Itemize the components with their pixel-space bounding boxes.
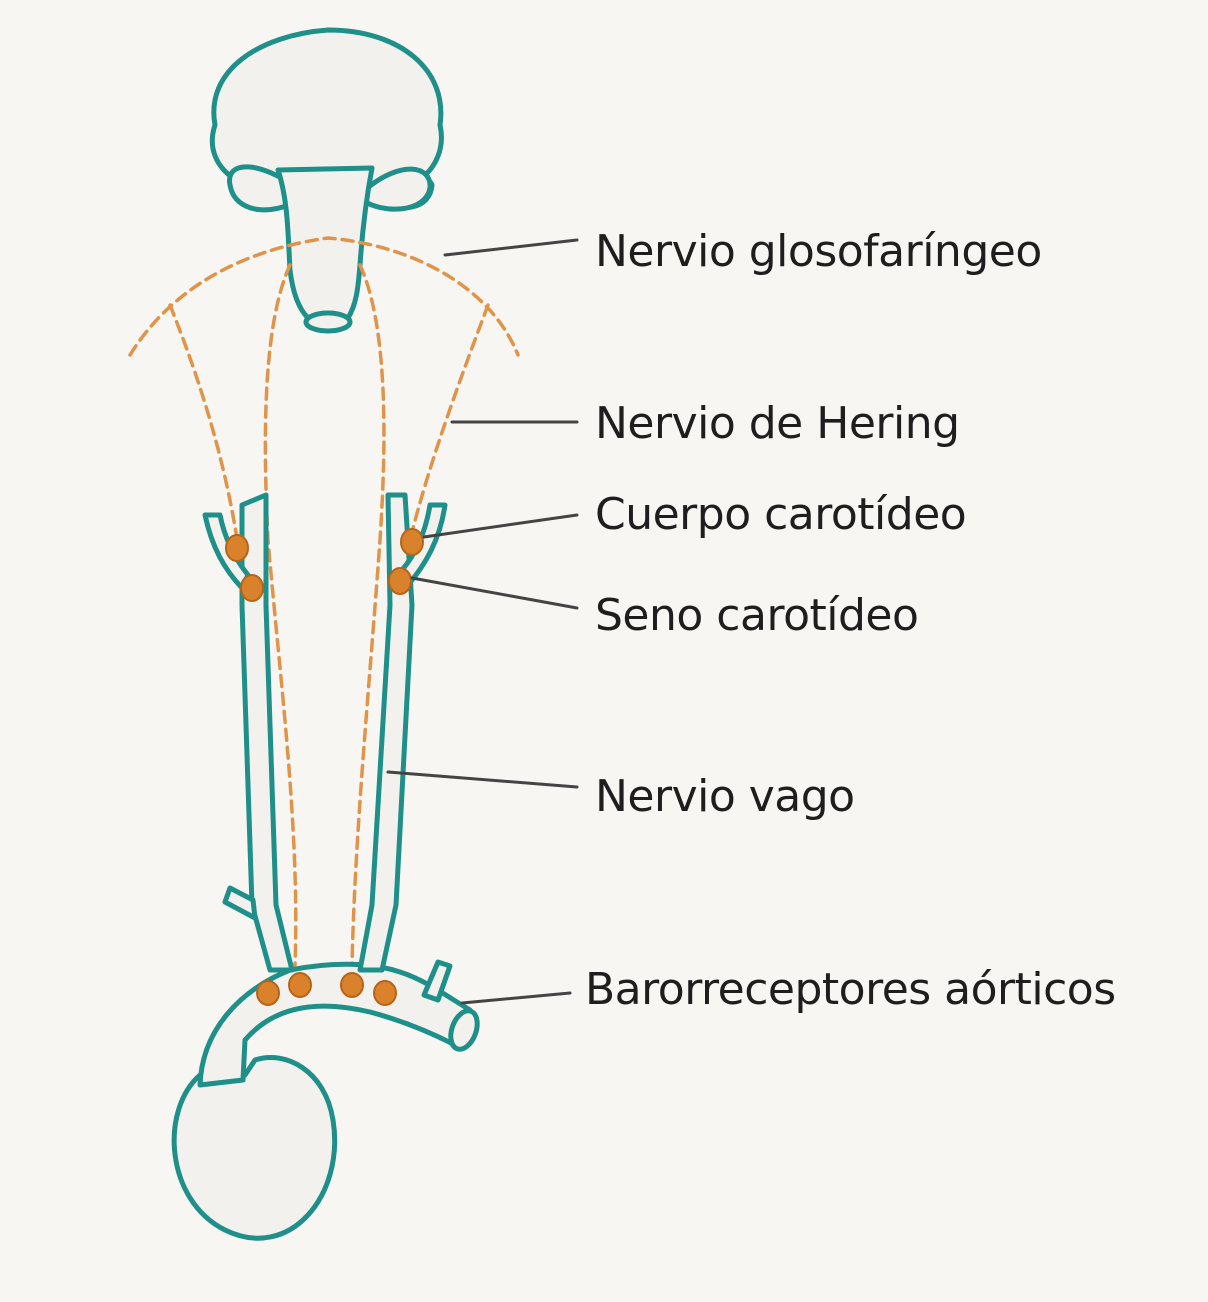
leader-aortic [460, 991, 572, 1005]
heart [171, 1055, 337, 1241]
aortic-baroreceptor-2 [288, 972, 312, 998]
carotid-body-right [400, 528, 424, 556]
nerves [128, 236, 520, 967]
label-carotid-sinus: Seno carotídeo [595, 590, 919, 641]
left-minor-branch [222, 885, 258, 921]
carotid-sinus-right [388, 567, 412, 595]
label-aortic-baroreceptors: Barorreceptores aórticos [585, 964, 1116, 1015]
aortic-baroreceptor-4 [373, 980, 397, 1006]
right-minor-branch [421, 959, 453, 1003]
vagus-nerve-left [263, 263, 298, 967]
spinal-cord-cut [303, 310, 353, 334]
glossopharyngeal-nerve-arc [128, 236, 520, 357]
vagus-nerve-right [350, 263, 386, 967]
aortic-baroreceptor-1 [256, 980, 280, 1006]
left-common-carotid [239, 492, 295, 973]
hering-nerve-left [168, 303, 240, 547]
receptors [225, 528, 424, 1006]
cerebellum-right [359, 166, 433, 212]
leader-lines [386, 238, 579, 1005]
hering-nerve-right [408, 303, 490, 542]
aortic-baroreceptor-3 [340, 972, 364, 998]
brain [209, 27, 444, 334]
carotid-sinus-left [240, 574, 264, 602]
leader-carotid-sinus [410, 576, 579, 610]
vessels [171, 492, 480, 1241]
leader-glossopharyngeal [443, 238, 579, 257]
descending-aorta-opening [448, 1008, 480, 1052]
label-glossopharyngeal-nerve: Nervio glosofaríngeo [595, 226, 1042, 277]
leader-vagus [386, 770, 579, 789]
carotid-body-left [225, 534, 249, 562]
label-carotid-body: Cuerpo carotídeo [595, 489, 967, 540]
leader-carotid-body [422, 513, 579, 539]
label-vagus-nerve: Nervio vago [595, 771, 855, 822]
label-hering-nerve: Nervio de Hering [595, 398, 960, 449]
